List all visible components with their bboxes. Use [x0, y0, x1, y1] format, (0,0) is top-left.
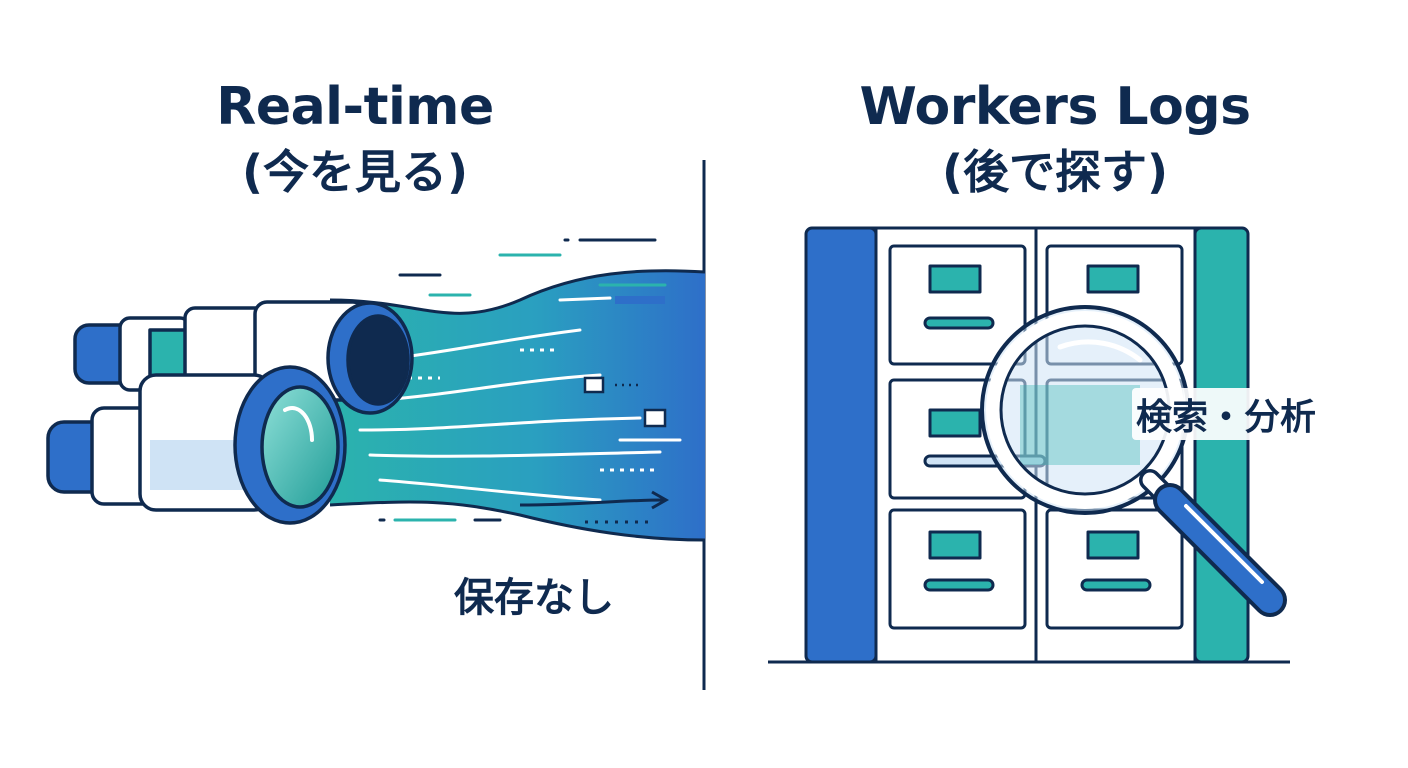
workers-logs-heading: Workers Logs (後で探す) [820, 77, 1290, 199]
realtime-title: Real-time [216, 77, 494, 137]
search-analysis-label: 検索・分析 [1132, 388, 1321, 440]
data-stream [329, 238, 706, 542]
workers-logs-subtitle: (後で探す) [941, 144, 1169, 199]
no-storage-label: 保存なし [454, 575, 614, 621]
realtime-subtitle: (今を見る) [241, 144, 469, 199]
workers-logs-title: Workers Logs [859, 77, 1251, 137]
magnifying-glass-icon [980, 305, 1287, 617]
realtime-heading: Real-time (今を見る) [140, 77, 570, 199]
binoculars-icon [46, 300, 414, 525]
